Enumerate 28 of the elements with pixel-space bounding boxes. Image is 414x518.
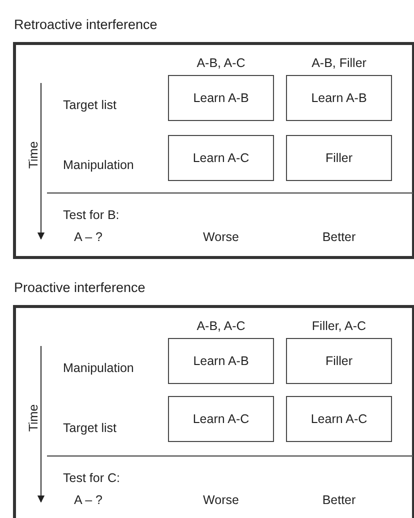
column-header: A-B, Filler: [312, 56, 366, 70]
axis-label: Time: [26, 141, 41, 169]
row-label: Manipulation: [63, 158, 134, 172]
column-header: A-B, A-C: [196, 56, 246, 70]
result-label: Worse: [203, 230, 239, 244]
step-box: Filler: [286, 135, 392, 181]
axis-label: Time: [26, 404, 41, 432]
step-box: Learn A-C: [168, 396, 274, 442]
step-box: Learn A-B: [168, 338, 274, 384]
test-item: A – ?: [74, 493, 102, 507]
row-label: Manipulation: [63, 361, 134, 375]
result-label: Better: [322, 230, 356, 244]
column-header: Filler, A-C: [312, 319, 366, 333]
row-label: Target list: [63, 421, 116, 435]
panel-heading: Proactive interference: [14, 280, 146, 295]
test-item: A – ?: [74, 230, 102, 244]
step-box: Learn A-C: [286, 396, 392, 442]
step-box: Filler: [286, 338, 392, 384]
panel-heading: Retroactive interference: [14, 17, 158, 32]
test-label: Test for B:: [63, 208, 120, 222]
column-header: A-B, A-C: [196, 319, 246, 333]
result-label: Worse: [203, 493, 239, 507]
test-label: Test for C:: [63, 471, 120, 485]
row-label: Target list: [63, 98, 116, 112]
step-box: Learn A-B: [286, 75, 392, 121]
step-box: Learn A-C: [168, 135, 274, 181]
result-label: Better: [322, 493, 356, 507]
step-box: Learn A-B: [168, 75, 274, 121]
